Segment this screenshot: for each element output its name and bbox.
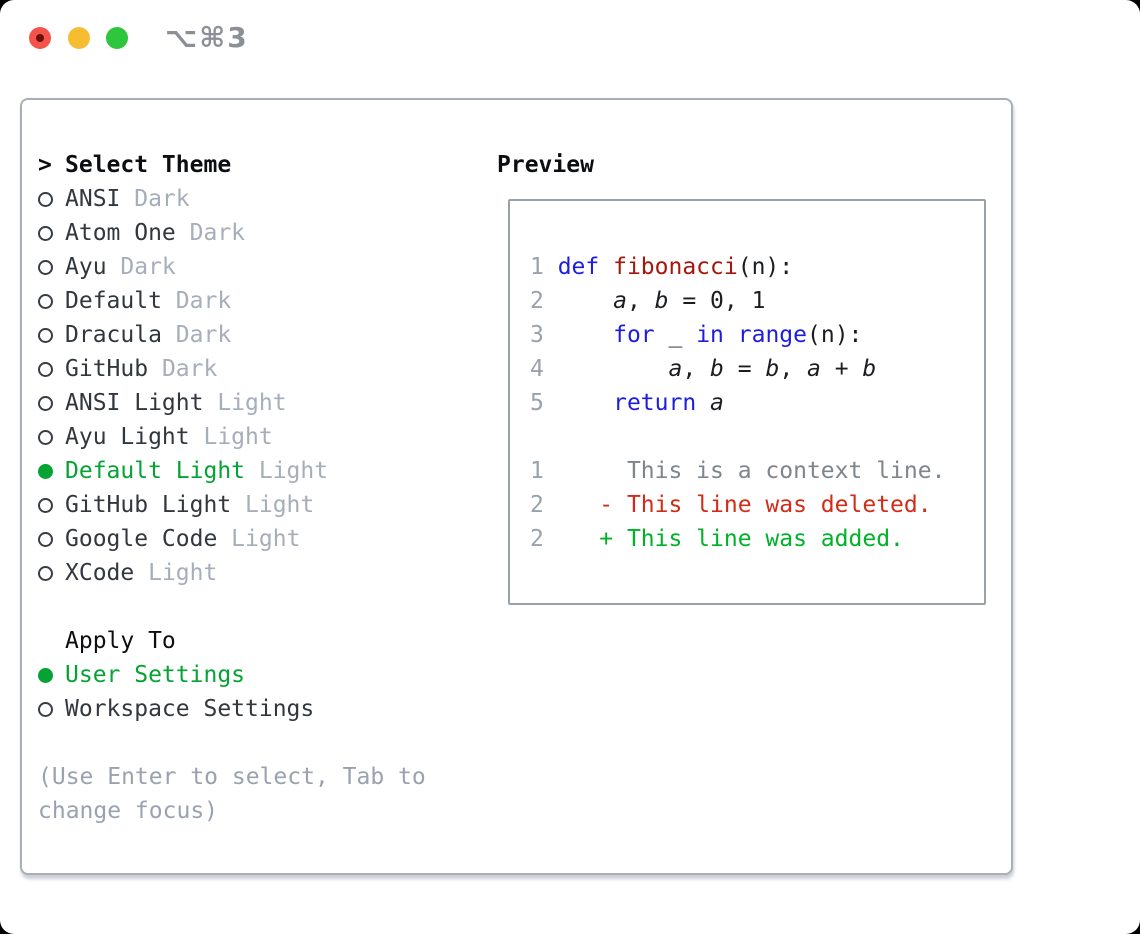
theme-name: ANSI Light [65, 390, 204, 416]
code-preview: 1 def fibonacci(n): 2 a, b = 0, 1 3 for _ … [530, 250, 945, 556]
theme-name: GitHub Light [65, 492, 232, 518]
prompt-icon: > [38, 152, 52, 178]
apply-to-option[interactable]: User Settings [38, 658, 426, 692]
theme-name: Ayu [65, 254, 107, 280]
theme-variant: Dark [106, 254, 176, 280]
radio-icon [38, 429, 53, 445]
theme-name: Default Light [65, 458, 246, 484]
radio-icon [38, 361, 53, 377]
theme-variant: Light [231, 492, 315, 518]
theme-option[interactable]: GitHub Light Light [38, 488, 426, 522]
radio-icon [38, 497, 53, 513]
theme-name: GitHub [65, 356, 149, 382]
preview-box: 1 def fibonacci(n): 2 a, b = 0, 1 3 for _ … [508, 199, 986, 605]
radio-icon [38, 293, 53, 309]
theme-variant: Light [217, 526, 301, 552]
theme-name: Default [65, 288, 162, 314]
preview-title: Preview [497, 152, 594, 178]
code-line: 1 This is a context line. [530, 458, 946, 484]
theme-variant: Light [203, 390, 287, 416]
code-line: 2 - This line was deleted. [530, 492, 932, 518]
hint-line: (Use Enter to select, Tab to [38, 764, 426, 790]
theme-variant: Light [189, 424, 273, 450]
close-button[interactable] [29, 27, 51, 49]
radio-icon [38, 259, 53, 275]
theme-option[interactable]: XCode Light [38, 556, 426, 590]
opt-label: User Settings [65, 662, 246, 688]
code-line: 1 def fibonacci(n): [530, 254, 794, 280]
theme-name: Ayu Light [65, 424, 190, 450]
theme-option[interactable]: Ayu Dark [38, 250, 426, 284]
theme-name: Dracula [65, 322, 162, 348]
radio-icon [38, 327, 53, 343]
theme-variant: Dark [161, 288, 232, 314]
theme-variant: Light [134, 560, 218, 586]
radio-icon [38, 531, 53, 547]
theme-variant: Light [245, 458, 329, 484]
code-line [530, 420, 945, 454]
theme-option[interactable]: ANSI Light Light [38, 386, 426, 420]
theme-variant: Dark [161, 322, 232, 348]
theme-name: XCode [65, 560, 135, 586]
apply-to-option[interactable]: Workspace Settings [38, 692, 426, 726]
code-line: 2 + This line was added. [530, 526, 904, 552]
keyboard-hint: (Use Enter to select, Tab to change focus… [38, 760, 426, 828]
radio-selected-icon [38, 463, 53, 479]
select-theme-header: > Select Theme [38, 148, 426, 182]
theme-option[interactable]: Dracula Dark [38, 318, 426, 352]
theme-variant: Dark [148, 356, 218, 382]
theme-option[interactable]: Atom One Dark [38, 216, 426, 250]
theme-variant: Dark [120, 186, 190, 212]
minimize-button[interactable] [68, 27, 90, 49]
radio-icon [38, 395, 53, 411]
theme-variant: Dark [175, 220, 246, 246]
radio-icon [38, 701, 53, 717]
theme-option[interactable]: ANSI Dark [38, 182, 426, 216]
theme-name: Atom One [65, 220, 176, 246]
theme-option[interactable]: Google Code Light [38, 522, 426, 556]
theme-name: Google Code [65, 526, 218, 552]
radio-icon [38, 191, 53, 207]
apply-to-title: Apply To [65, 628, 176, 654]
theme-name: ANSI [65, 186, 121, 212]
theme-option[interactable]: Default Dark [38, 284, 426, 318]
zoom-button[interactable] [106, 27, 128, 49]
window-shortcut-label: ⌥⌘3 [165, 21, 249, 54]
code-line: 4 a, b = b, a + b [530, 356, 877, 382]
code-line: 2 a, b = 0, 1 [530, 288, 766, 314]
theme-option[interactable]: Default Light Light [38, 454, 426, 488]
code-line: 3 for _ in range(n): [530, 322, 863, 348]
hint-line: change focus) [38, 798, 219, 824]
opt-label: Workspace Settings [65, 696, 315, 722]
select-theme-title: Select Theme [65, 152, 232, 178]
theme-option[interactable]: Ayu Light Light [38, 420, 426, 454]
code-line: 5 return a [530, 390, 724, 416]
apply-to-header: Apply To [38, 624, 426, 658]
radio-icon [38, 565, 53, 581]
radio-selected-icon [38, 667, 53, 683]
theme-option[interactable]: GitHub Dark [38, 352, 426, 386]
radio-icon [38, 225, 53, 241]
